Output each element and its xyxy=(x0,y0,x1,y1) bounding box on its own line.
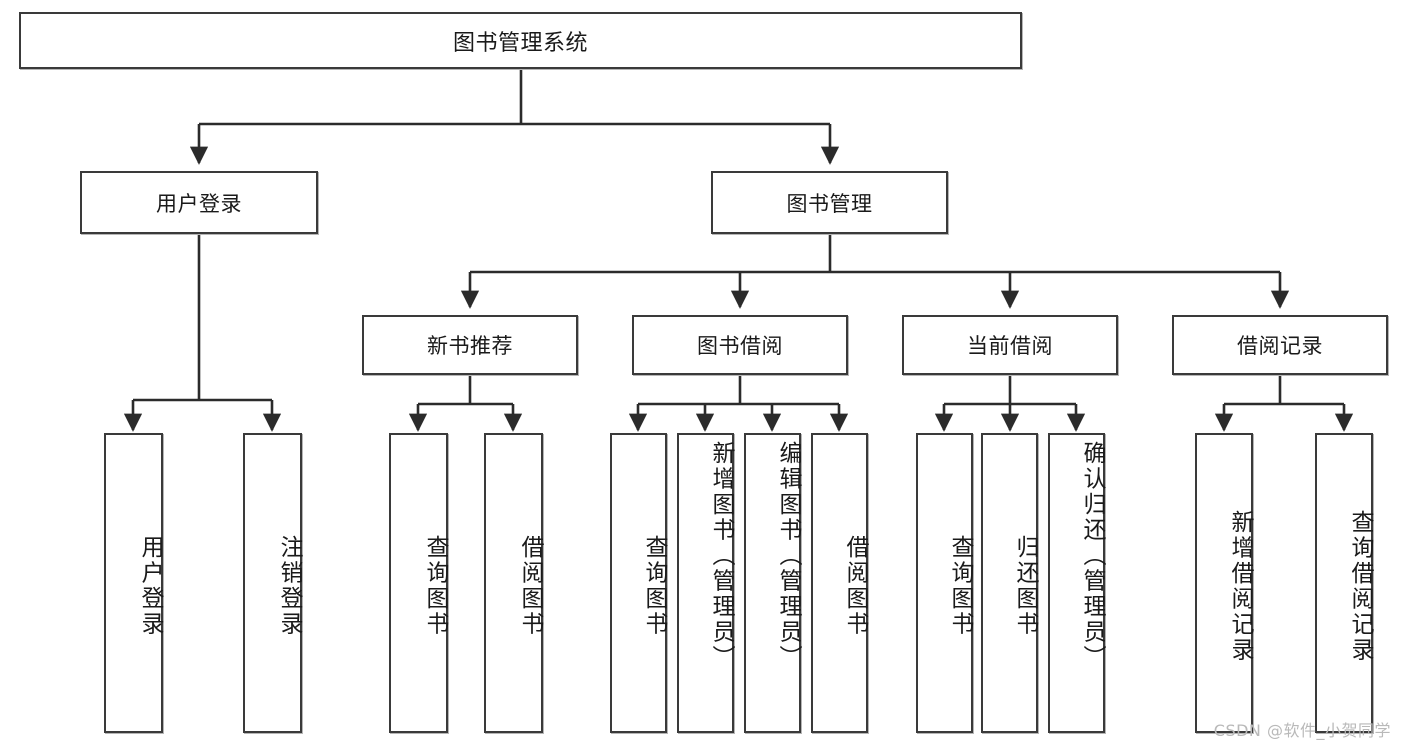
node-book-borrow[interactable]: 图书借阅 xyxy=(632,315,848,375)
node-label: 新书推荐 xyxy=(427,334,513,358)
node-label: 借阅图书 xyxy=(517,535,543,637)
node-label: 查询图书 xyxy=(422,535,448,637)
node-label: 归还图书 xyxy=(1012,535,1038,637)
node-label: 确认归还（管理员） xyxy=(1079,441,1105,671)
leaf-current-borrow-return-book[interactable]: 归还图书 xyxy=(981,433,1038,733)
node-label: 新增借阅记录 xyxy=(1227,509,1253,663)
leaf-user-login-logout[interactable]: 注销登录 xyxy=(243,433,302,733)
leaf-current-borrow-query-book[interactable]: 查询图书 xyxy=(916,433,973,733)
leaf-current-borrow-confirm-return[interactable]: 确认归还（管理员） xyxy=(1048,433,1105,733)
node-label: 新增图书（管理员） xyxy=(708,441,734,671)
node-label: 图书管理 xyxy=(786,191,873,216)
leaf-book-borrow-edit-book[interactable]: 编辑图书（管理员） xyxy=(744,433,801,733)
node-borrow-record[interactable]: 借阅记录 xyxy=(1172,315,1388,375)
leaf-book-borrow-borrow-book[interactable]: 借阅图书 xyxy=(811,433,868,733)
node-user-login[interactable]: 用户登录 xyxy=(80,171,318,234)
node-label: 查询图书 xyxy=(641,535,667,637)
leaf-user-login-login[interactable]: 用户登录 xyxy=(104,433,163,733)
node-label: 编辑图书（管理员） xyxy=(775,441,801,671)
node-new-book-recommend[interactable]: 新书推荐 xyxy=(362,315,578,375)
leaf-new-book-query-book[interactable]: 查询图书 xyxy=(389,433,448,733)
node-label: 图书管理系统 xyxy=(452,30,588,56)
node-root-system[interactable]: 图书管理系统 xyxy=(19,12,1022,69)
node-current-borrow[interactable]: 当前借阅 xyxy=(902,315,1118,375)
watermark: CSDN @软件_小贺同学 xyxy=(1213,721,1391,740)
node-label: 查询图书 xyxy=(947,535,973,637)
node-book-management[interactable]: 图书管理 xyxy=(711,171,948,234)
leaf-new-book-borrow-book[interactable]: 借阅图书 xyxy=(484,433,543,733)
node-label: 图书借阅 xyxy=(697,334,783,358)
leaf-book-borrow-query-book[interactable]: 查询图书 xyxy=(610,433,667,733)
node-label: 借阅记录 xyxy=(1237,334,1323,358)
leaf-book-borrow-add-book[interactable]: 新增图书（管理员） xyxy=(677,433,734,733)
leaf-borrow-record-query-record[interactable]: 查询借阅记录 xyxy=(1315,433,1373,733)
node-label: 注销登录 xyxy=(276,535,302,637)
node-label: 借阅图书 xyxy=(842,535,868,637)
node-label: 当前借阅 xyxy=(967,334,1053,358)
node-label: 查询借阅记录 xyxy=(1347,509,1373,663)
node-label: 用户登录 xyxy=(156,191,242,216)
leaf-borrow-record-add-record[interactable]: 新增借阅记录 xyxy=(1195,433,1253,733)
node-label: 用户登录 xyxy=(137,535,163,637)
